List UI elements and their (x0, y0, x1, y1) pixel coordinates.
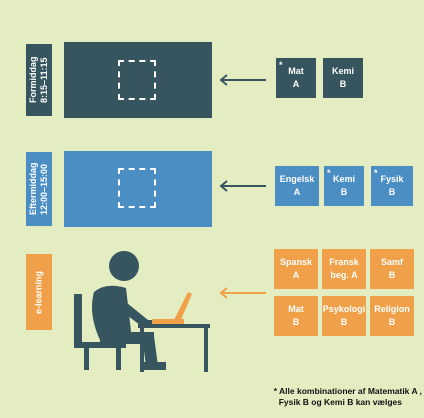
card-star: * (327, 168, 331, 178)
footnote-line-1: * Alle kombinationer af Matematik A , (273, 386, 422, 396)
footnote: * Alle kombinationer af Matematik A , Fy… (252, 386, 422, 408)
card-subject: Fysik (380, 174, 404, 184)
card-level: B (388, 317, 396, 327)
course-card-mat-b: Mat B (274, 296, 318, 336)
card-level: A (293, 187, 301, 197)
course-card-samf-b: Samf B (370, 249, 414, 289)
card-level: A (292, 270, 300, 280)
card-subject: Religion (374, 304, 410, 314)
course-card-religion-b: Religion B (370, 296, 414, 336)
card-subject: Kemi (331, 66, 354, 76)
card-level: B (388, 270, 396, 280)
course-card-kemi-b: Kemi B (323, 58, 363, 98)
elearning-label: e-learning (26, 254, 52, 330)
card-level: A (292, 79, 300, 89)
morning-empty-slot (118, 60, 156, 100)
card-subject: Mat (288, 304, 304, 314)
course-card-kemi-b-afternoon: * Kemi B (324, 166, 364, 206)
afternoon-slot-box (64, 151, 212, 227)
morning-slot-box (64, 42, 212, 118)
afternoon-arrow-icon (219, 180, 266, 192)
course-card-mat-a: * Mat A (276, 58, 316, 98)
card-star: * (374, 168, 378, 178)
afternoon-time-label: Eftermiddag 12:00–15:00 (26, 152, 52, 226)
morning-time-label: Formiddag 8:15–11:15 (26, 44, 52, 116)
card-star: * (279, 60, 283, 70)
card-level: B (388, 187, 396, 197)
card-level: B (339, 79, 347, 89)
card-subject: Fransk (329, 257, 359, 267)
card-subject: Kemi (332, 174, 355, 184)
afternoon-empty-slot (118, 168, 156, 208)
card-subject: Spansk (279, 257, 312, 267)
course-card-psykologi-b: Psykologi B (322, 296, 366, 336)
person-at-laptop-illustration (74, 251, 210, 372)
card-level: B (340, 187, 348, 197)
course-card-spansk-a: Spansk A (274, 249, 318, 289)
card-subject: Samf (380, 257, 403, 267)
card-level: B (340, 317, 348, 327)
elearning-arrow-icon (219, 287, 266, 299)
card-subject: Mat (288, 66, 304, 76)
course-card-engelsk-a: Engelsk A (275, 166, 319, 206)
course-card-fransk-beg-a: Fransk beg. A (322, 249, 366, 289)
course-card-fysik-b: * Fysik B (371, 166, 413, 206)
card-level: beg. A (330, 270, 358, 280)
card-subject: Engelsk (279, 174, 315, 184)
morning-arrow-icon (219, 74, 266, 86)
card-subject: Psykologi (322, 304, 366, 314)
footnote-line-2: Fysik B og Kemi B kan vælges (278, 397, 402, 407)
card-level: B (292, 317, 300, 327)
